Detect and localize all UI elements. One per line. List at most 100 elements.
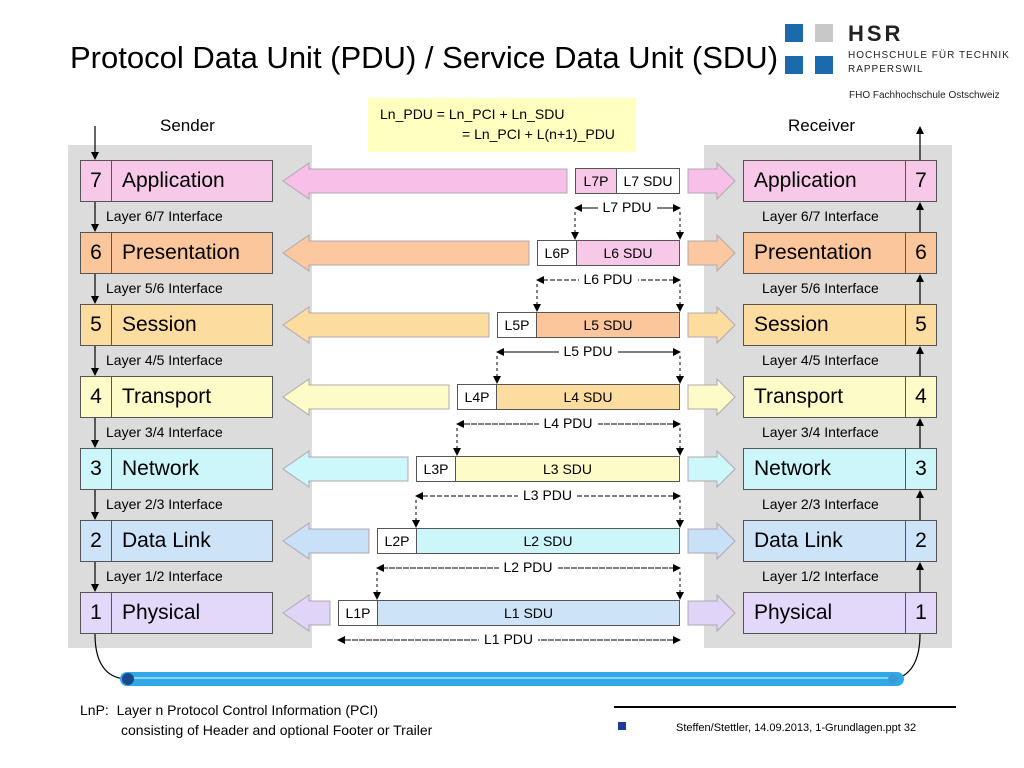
sdu-cell: L4 SDU (497, 385, 679, 409)
logo-square-3 (785, 56, 803, 74)
footer-source: Steffen/Stettler, 14.09.2013, 1-Grundlag… (676, 722, 917, 734)
pci-cell: L6P (538, 241, 577, 265)
up-arrow-left-l3 (282, 450, 409, 488)
up-arrow-left-l6 (282, 234, 530, 272)
hsr-logo: HSR HOCHSCHULE FÜR TECHNIK RAPPERSWIL FH… (785, 21, 1015, 104)
sender-interface-label: Layer 2/3 Interface (106, 496, 223, 512)
up-arrow-left-l5 (282, 306, 490, 344)
sender-layer-number: 3 (81, 449, 112, 489)
sdu-cell: L7 SDU (617, 169, 679, 193)
pdu-label-l4: L4 PDU (538, 415, 598, 431)
receiver-layer-6: Presentation 6 (743, 232, 937, 274)
logo-square-4 (815, 56, 833, 74)
up-arrow-left-l7 (282, 162, 568, 200)
pdu-label-l5: L5 PDU (558, 343, 618, 359)
sender-layer-number: 1 (81, 593, 112, 633)
receiver-interface-label: Layer 6/7 Interface (762, 208, 879, 224)
sender-label: Sender (160, 116, 215, 135)
up-arrow-left-l2 (282, 522, 370, 560)
right-arrow-l6 (687, 233, 736, 273)
receiver-layer-number: 4 (905, 377, 936, 417)
receiver-interface-label: Layer 1/2 Interface (762, 568, 879, 584)
logo-square-2 (815, 24, 833, 42)
pdu-label-l1: L1 PDU (479, 631, 539, 647)
sender-layer-name: Physical (122, 601, 201, 624)
sender-layer-4: 4 Transport (80, 376, 273, 418)
logo-name: HSR (848, 21, 904, 46)
sender-layer-number: 5 (81, 305, 112, 345)
pdu-label-l2: L2 PDU (498, 559, 558, 575)
receiver-layer-name: Transport (754, 385, 844, 408)
logo-line2: RAPPERSWIL (848, 64, 924, 75)
sdu-cell: L1 SDU (378, 601, 679, 625)
right-arrow-l1 (687, 593, 736, 633)
pdu-label-l3: L3 PDU (518, 487, 578, 503)
receiver-interface-label: Layer 2/3 Interface (762, 496, 879, 512)
sender-interface-label: Layer 1/2 Interface (106, 568, 223, 584)
receiver-label: Receiver (788, 116, 856, 135)
pci-cell: L5P (498, 313, 537, 337)
receiver-layer-name: Application (754, 169, 857, 192)
sender-layer-1: 1 Physical (80, 592, 273, 634)
receiver-layer-7: Application 7 (743, 160, 937, 202)
pci-note-line-2: consisting of Header and optional Footer… (121, 722, 433, 738)
sender-layer-number: 4 (81, 377, 112, 417)
receiver-layer-number: 6 (905, 233, 936, 273)
sender-layer-name: Transport (122, 385, 212, 408)
medium-left-end (122, 673, 134, 685)
receiver-layer-name: Network (754, 457, 832, 480)
receiver-interface-label: Layer 5/6 Interface (762, 280, 879, 296)
page-title: Protocol Data Unit (PDU) / Service Data … (70, 40, 779, 75)
receiver-layer-number: 3 (905, 449, 936, 489)
sender-interface-label: Layer 6/7 Interface (106, 208, 223, 224)
pci-cell: L3P (417, 457, 456, 481)
sender-layer-name: Presentation (122, 241, 240, 264)
receiver-layer-4: Transport 4 (743, 376, 937, 418)
sdu-cell: L2 SDU (417, 529, 679, 553)
pdu-label-l6: L6 PDU (578, 271, 638, 287)
medium-right-end (888, 674, 898, 684)
sender-layer-name: Data Link (122, 529, 211, 552)
receiver-layer-name: Session (754, 313, 829, 336)
sender-layer-name: Session (122, 313, 197, 336)
logo-subline: FHO Fachhochschule Ostschweiz (849, 90, 1000, 101)
sender-layer-5: 5 Session (80, 304, 273, 346)
receiver-layer-number: 2 (905, 521, 936, 561)
pci-note-line-1: LnP: Layer n Protocol Control Informatio… (80, 702, 379, 718)
formula-line-2: = Ln_PCI + L(n+1)_PDU (462, 126, 615, 142)
receiver-layer-number: 7 (905, 161, 936, 201)
right-arrow-l5 (687, 305, 736, 345)
sdu-cell: L5 SDU (537, 313, 679, 337)
pdu-label-l7: L7 PDU (597, 199, 657, 215)
receiver-layer-number: 1 (905, 593, 936, 633)
pci-cell: L4P (458, 385, 497, 409)
sdu-cell: L3 SDU (456, 457, 679, 481)
receiver-layer-3: Network 3 (743, 448, 937, 490)
sdu-cell: L6 SDU (577, 241, 679, 265)
sender-interface-label: Layer 3/4 Interface (106, 424, 223, 440)
right-arrow-l4 (687, 377, 736, 417)
sender-layer-number: 7 (81, 161, 112, 201)
receiver-interface-label: Layer 3/4 Interface (762, 424, 879, 440)
right-arrow-l2 (687, 521, 736, 561)
up-arrow-left-l1 (282, 594, 331, 632)
pdu-formula-box: Ln_PDU = Ln_PCI + Ln_SDU = Ln_PCI + L(n+… (368, 98, 636, 152)
sender-interface-label: Layer 5/6 Interface (106, 280, 223, 296)
sender-medium-curve (94, 633, 129, 680)
logo-square-1 (785, 24, 803, 42)
receiver-layer-name: Presentation (754, 241, 872, 264)
footer-bullet-icon (618, 722, 626, 730)
logo-line1: HOCHSCHULE FÜR TECHNIK (848, 50, 1010, 61)
right-arrow-l7 (687, 161, 736, 201)
sender-layer-number: 6 (81, 233, 112, 273)
